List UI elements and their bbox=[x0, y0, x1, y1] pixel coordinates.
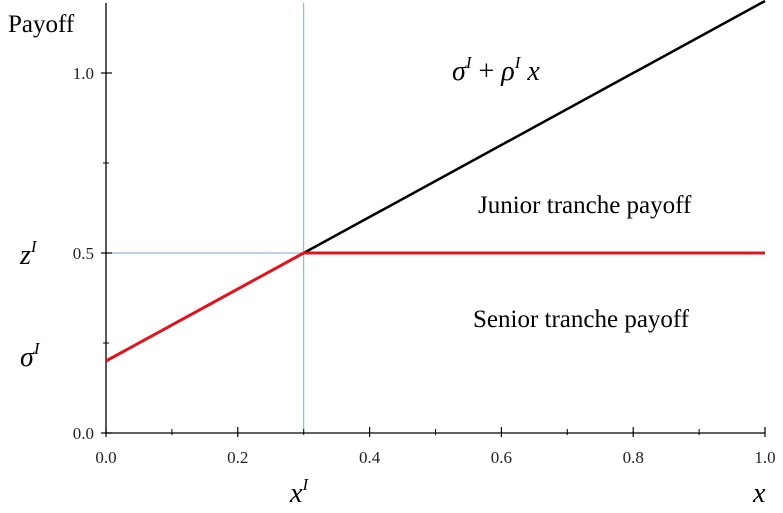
z-label: zI bbox=[19, 237, 38, 271]
formula-annotation: σI + ρI x bbox=[452, 53, 540, 87]
sigma-label: σI bbox=[20, 339, 41, 373]
y-axis-title: Payoff bbox=[8, 11, 75, 38]
axis-ticks: 0.0 0.2 0.4 0.6 0.8 1.0 0.0 0.5 1.0 bbox=[73, 64, 776, 467]
y-tick-label: 0.0 bbox=[73, 424, 94, 443]
junior-tranche-label: Junior tranche payoff bbox=[478, 192, 692, 219]
x-tick-label: 0.6 bbox=[491, 448, 512, 467]
senior-tranche-label: Senior tranche payoff bbox=[473, 306, 690, 333]
x-axis-title: x bbox=[752, 478, 766, 509]
series-line-senior-payoff bbox=[105, 251, 765, 363]
series-line-total-payoff bbox=[303, 0, 766, 255]
y-tick-label: 0.5 bbox=[73, 244, 94, 263]
x-tick-label: 0.0 bbox=[95, 448, 116, 467]
series-layer bbox=[105, 0, 766, 363]
x-tick-label: 0.4 bbox=[359, 448, 381, 467]
x-tick-label: 0.2 bbox=[227, 448, 248, 467]
x-sub-label: xI bbox=[289, 475, 309, 509]
x-tick-label: 0.8 bbox=[623, 448, 644, 467]
x-tick-label: 1.0 bbox=[754, 448, 775, 467]
y-tick-label: 1.0 bbox=[73, 64, 94, 83]
